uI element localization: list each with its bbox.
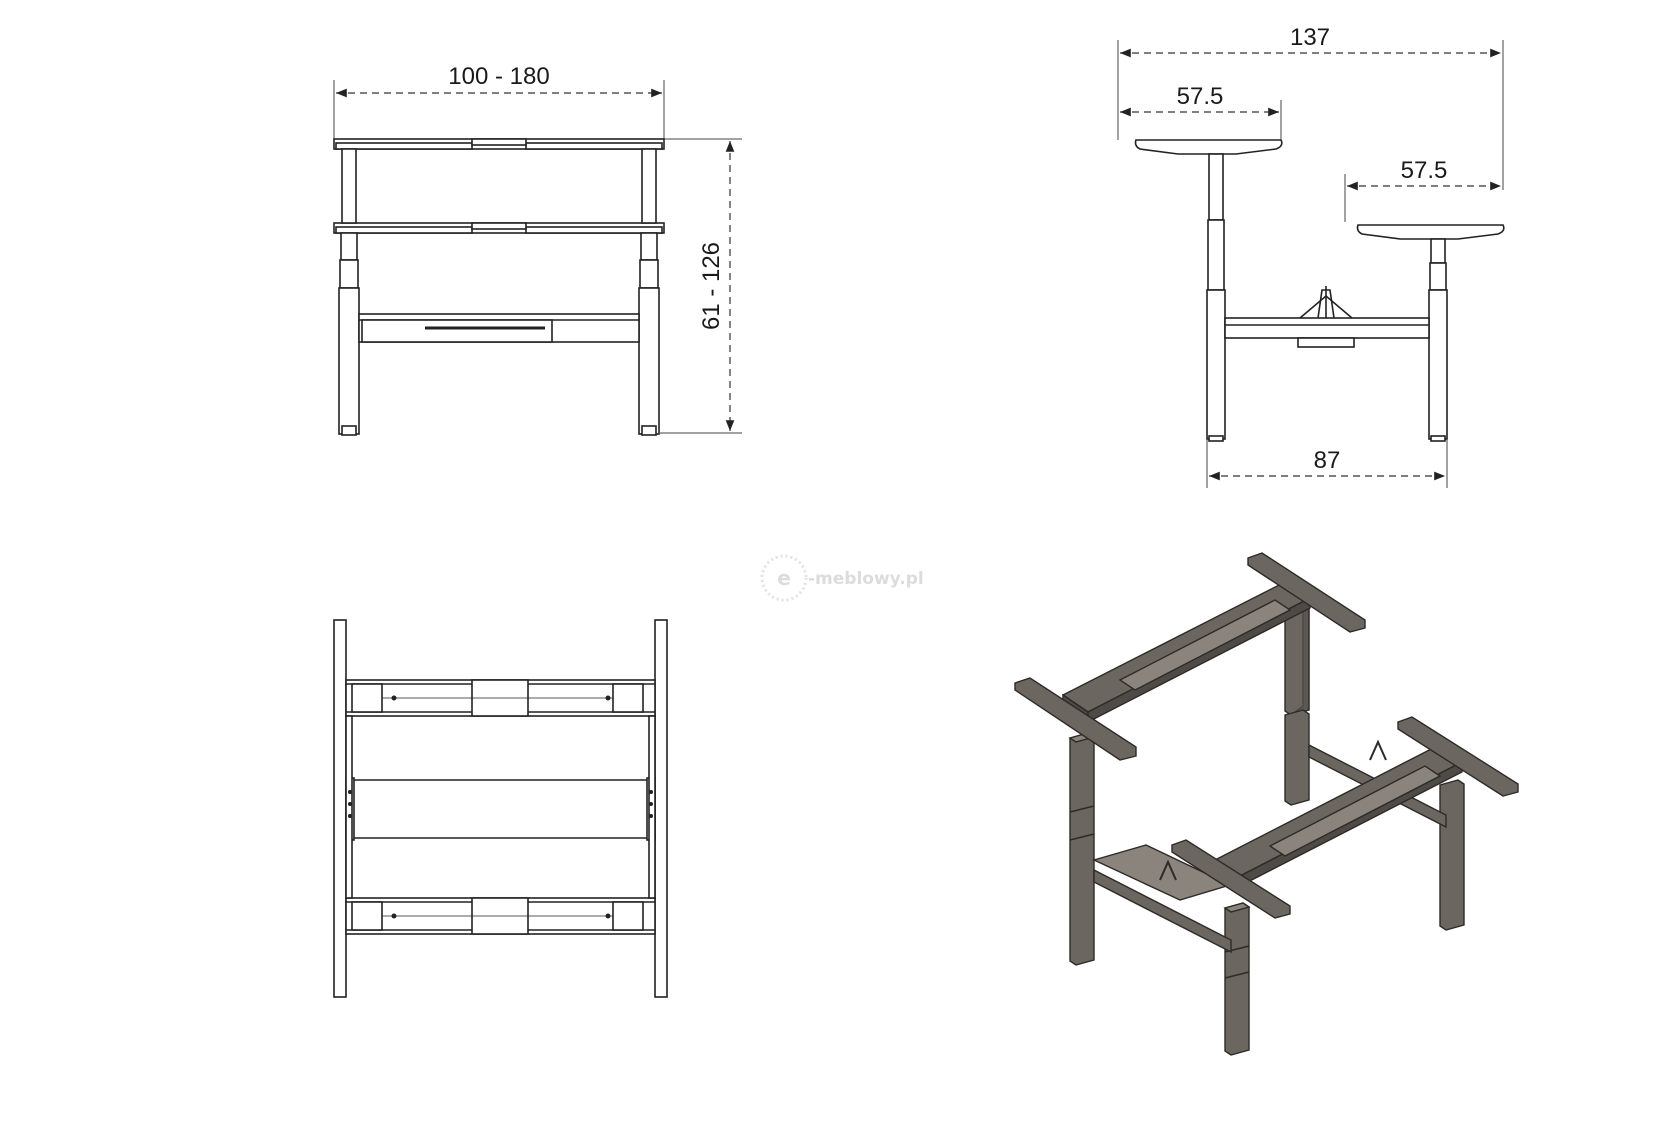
column-right	[1428, 289, 1448, 440]
side-top-left-label: 57.5	[1177, 83, 1224, 110]
front-height-label: 61 - 126	[698, 242, 725, 330]
watermark: e -meblowy.pl	[760, 554, 924, 602]
leg-left-upper	[341, 148, 357, 224]
isometric-view	[1014, 552, 1519, 1056]
side-base-label: 87	[1314, 447, 1341, 474]
top-right	[1356, 224, 1505, 240]
rail-left	[333, 619, 347, 998]
side-view: 137 57.5 57.5 87	[1117, 24, 1505, 488]
top-left	[1134, 139, 1283, 155]
side-top-right-label: 57.5	[1401, 157, 1448, 184]
side-overall-label: 137	[1290, 24, 1330, 51]
column-left	[1206, 289, 1226, 440]
leg-right-upper	[641, 148, 657, 224]
side-crossbar	[1224, 317, 1430, 339]
watermark-letter: e	[777, 566, 791, 590]
watermark-logo-icon	[760, 554, 808, 602]
front-view: 100 - 180 61 - 126	[333, 63, 742, 436]
front-width-label: 100 - 180	[448, 63, 549, 90]
rail-right	[654, 619, 668, 998]
top-view	[333, 619, 668, 998]
watermark-brand: -meblowy.pl	[808, 569, 924, 589]
